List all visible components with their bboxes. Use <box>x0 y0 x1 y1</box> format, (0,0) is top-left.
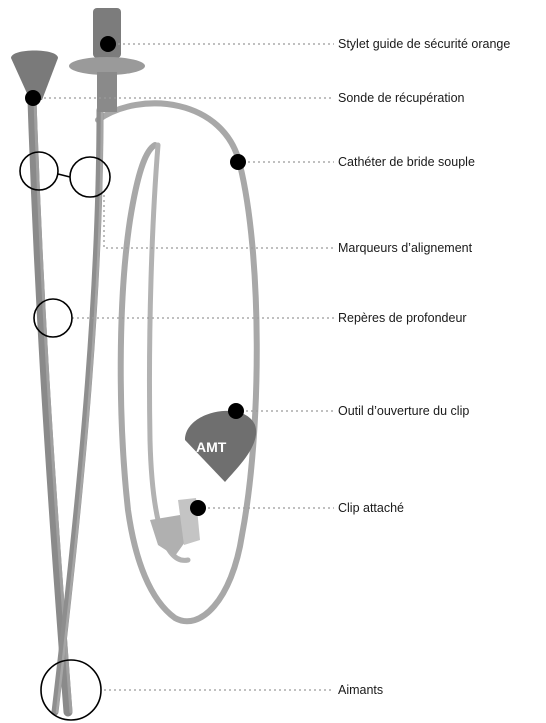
catheter-dot <box>230 154 246 170</box>
label-marqueurs: Marqueurs d’alignement <box>338 241 472 255</box>
probe-dot <box>25 90 41 106</box>
retrieval-probe <box>11 51 71 713</box>
label-aimants: Aimants <box>338 683 383 697</box>
label-outil: Outil d’ouverture du clip <box>338 404 469 418</box>
label-reperes: Repères de profondeur <box>338 311 467 325</box>
stylet-handle <box>69 8 145 112</box>
label-clip: Clip attaché <box>338 501 404 515</box>
label-catheter: Cathéter de bride souple <box>338 155 475 169</box>
clip-dot <box>190 500 206 516</box>
stylet-shaft <box>55 110 102 712</box>
tool-dot <box>228 403 244 419</box>
stylet-dot <box>100 36 116 52</box>
clip-opening-tool: AMT <box>185 411 256 482</box>
tool-logo: AMT <box>196 439 227 455</box>
label-stylet: Stylet guide de sécurité orange <box>338 37 510 51</box>
label-sonde: Sonde de récupération <box>338 91 464 105</box>
leader-lines <box>34 44 334 690</box>
alignment-marker-circle-right <box>70 157 110 197</box>
